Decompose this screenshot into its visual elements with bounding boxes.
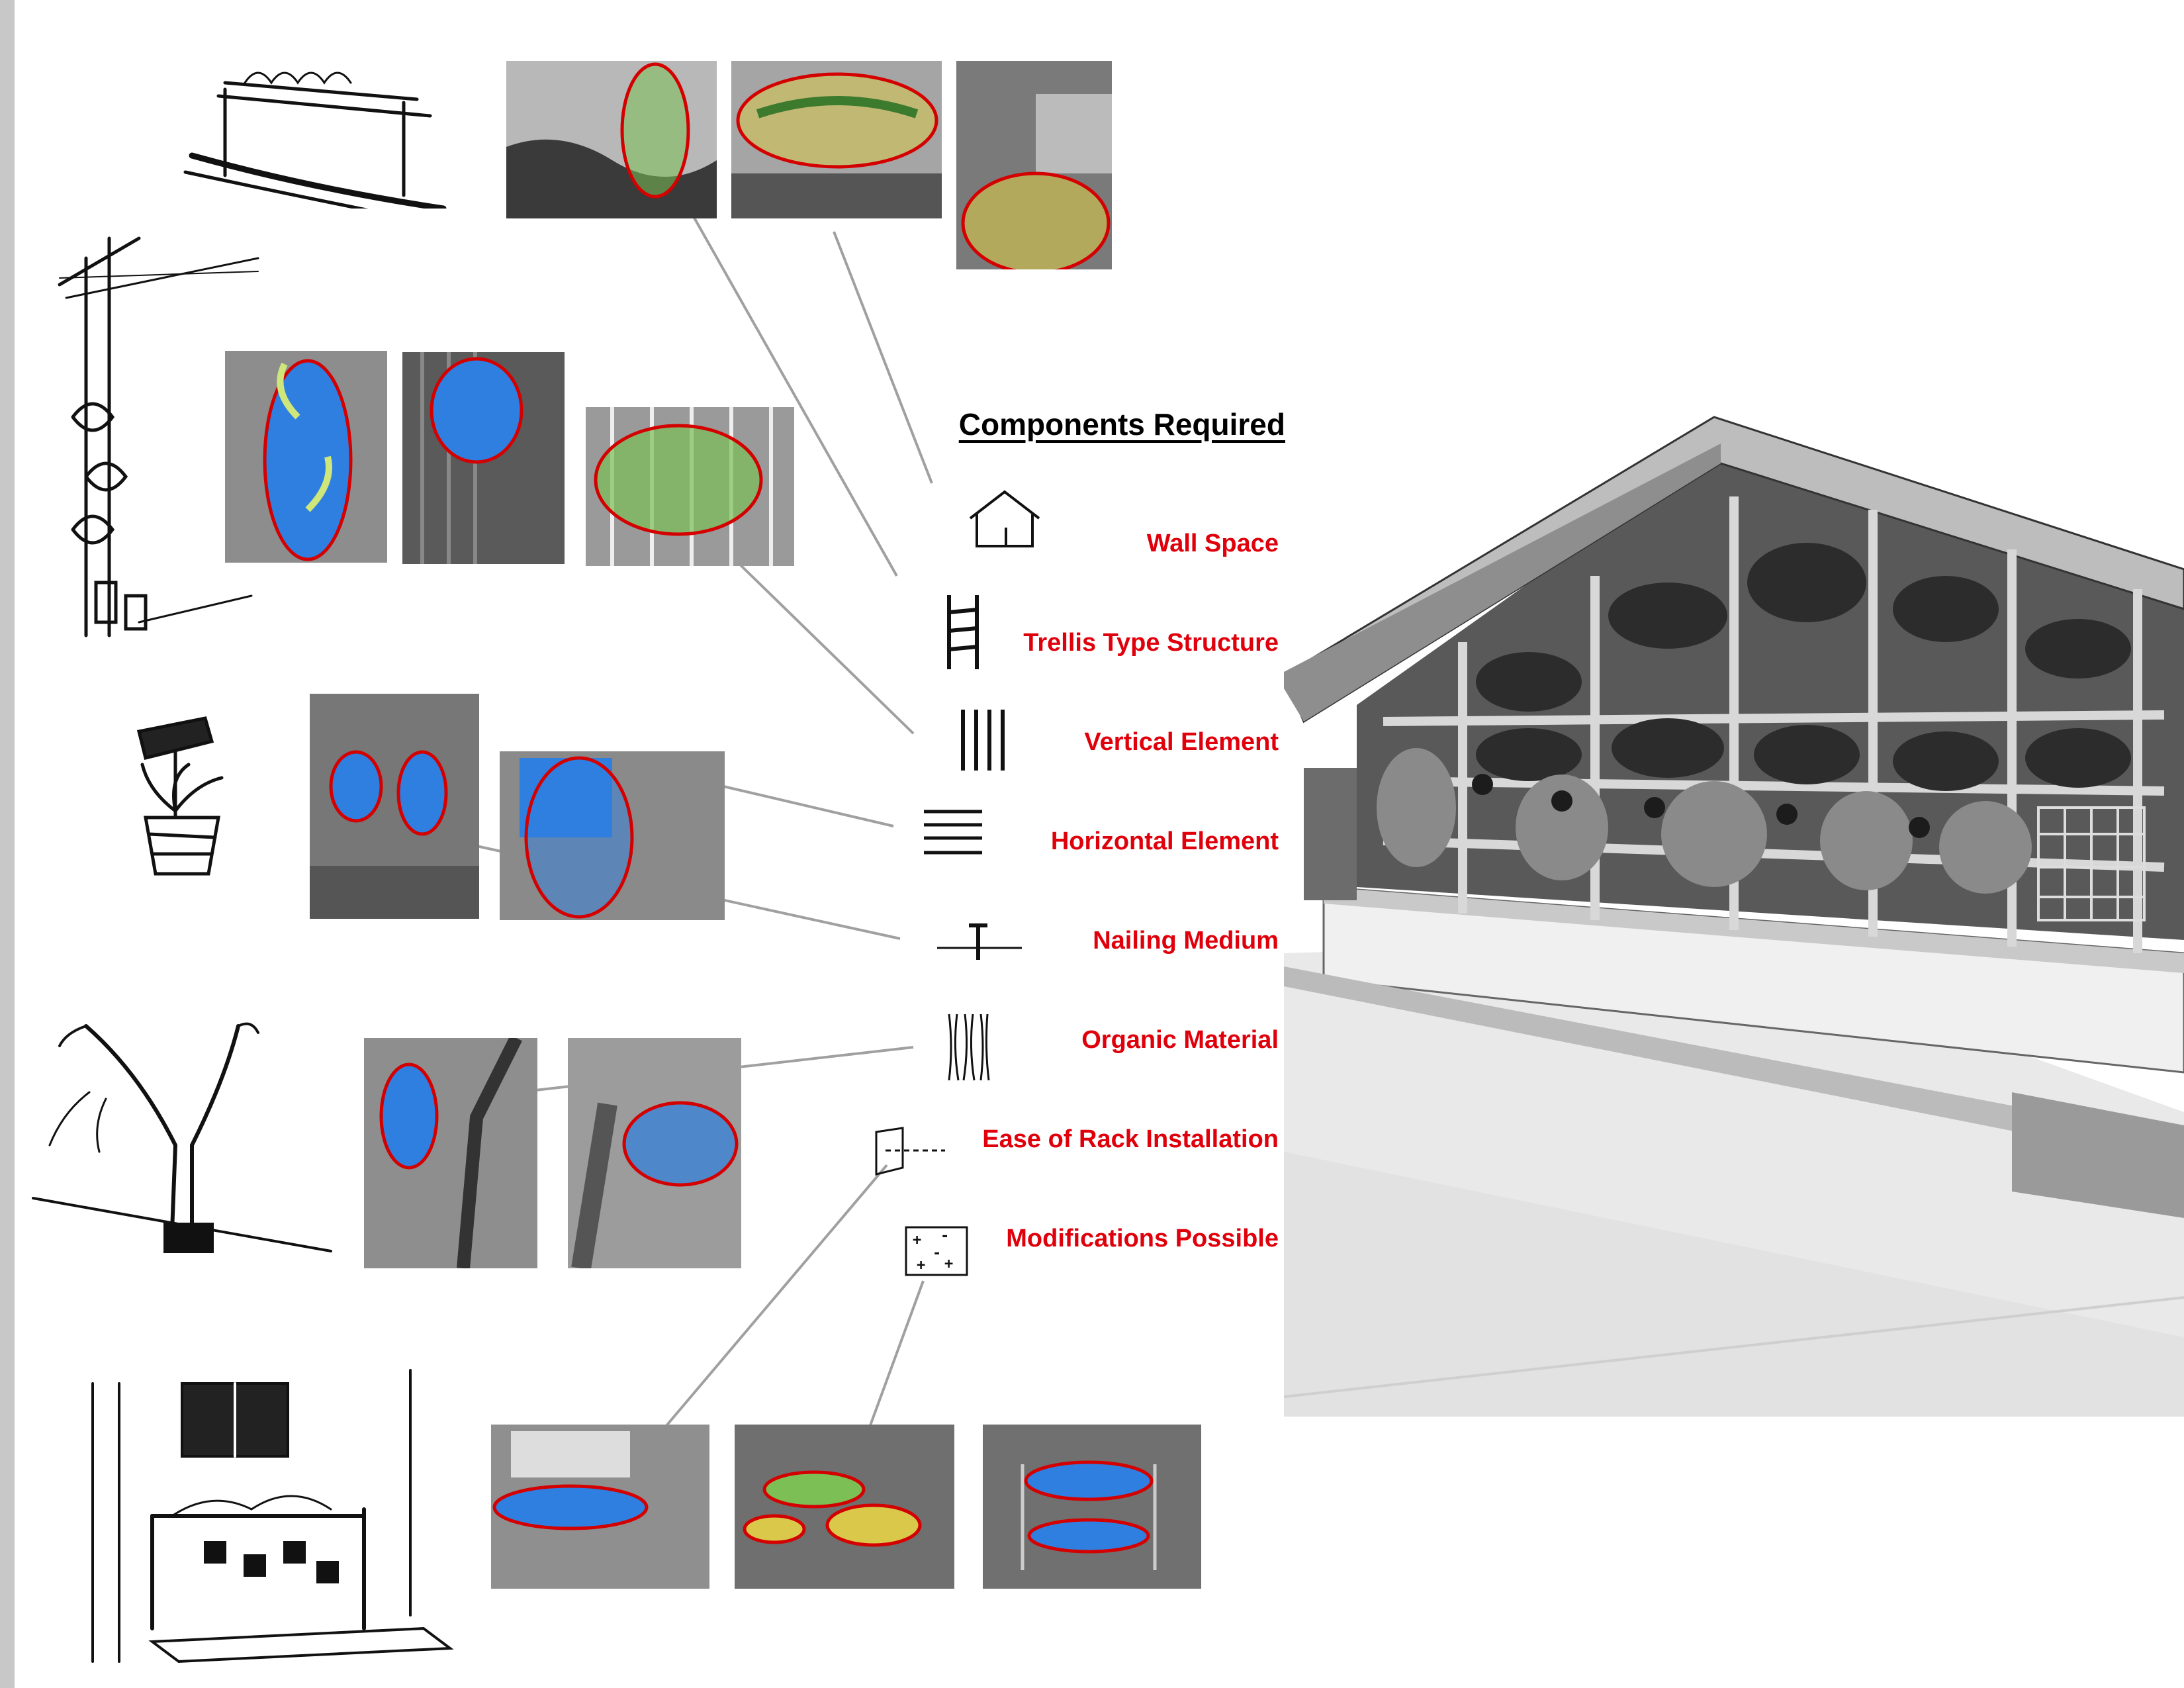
component-label-rack: Ease of Rack Installation <box>982 1125 1279 1153</box>
photo-grille-bottle <box>586 407 794 566</box>
photo-fence-planter <box>402 352 565 564</box>
house-outline-icon <box>965 487 1044 553</box>
green-wall-render <box>1284 410 2184 1417</box>
component-label-nailing: Nailing Medium <box>1093 927 1279 955</box>
photo-window-hanging-pot <box>500 751 725 920</box>
sketch-pergola <box>179 36 457 209</box>
photo-wall-planters <box>225 351 387 563</box>
horizontal-lines-icon <box>920 806 986 859</box>
sketch-tree-stump <box>26 1000 338 1258</box>
svg-text:+: + <box>917 1257 925 1274</box>
sketch-window-rack <box>53 1364 490 1675</box>
vertical-lines-icon <box>956 707 1009 773</box>
photo-tiered-rack <box>735 1425 954 1589</box>
photo-hanging-bottles <box>310 694 479 919</box>
svg-text:+: + <box>944 1256 953 1272</box>
sketch-hanging-pot <box>119 712 251 884</box>
svg-text:+: + <box>913 1232 921 1248</box>
sketch-pole-planter <box>46 199 265 649</box>
component-label-modifications: Modifications Possible <box>1006 1225 1279 1252</box>
trellis-ladder-icon <box>940 592 986 672</box>
photo-circular-rack <box>983 1425 1201 1589</box>
photo-vine-canopy <box>731 61 942 218</box>
photo-tree-planter <box>364 1038 537 1268</box>
component-label-wall-space: Wall Space <box>1146 530 1279 557</box>
nail-icon <box>933 921 1026 968</box>
photo-window-ledge-pots <box>491 1425 709 1589</box>
component-label-vertical: Vertical Element <box>1084 728 1279 756</box>
photo-trellis-wall <box>506 61 717 218</box>
photo-yard-plants <box>956 61 1112 269</box>
photo-branch-pots <box>568 1038 741 1268</box>
svg-text:-: - <box>940 1228 949 1244</box>
component-label-organic: Organic Material <box>1081 1026 1279 1054</box>
component-label-horizontal: Horizontal Element <box>1050 827 1279 855</box>
component-label-trellis: Trellis Type Structure <box>1023 629 1279 657</box>
plus-minus-board-icon: +--++ <box>903 1225 970 1278</box>
components-heading: Components Required <box>958 407 1285 442</box>
wood-grain-icon <box>945 1011 991 1083</box>
left-edge-strip <box>0 0 15 1688</box>
svg-text:-: - <box>933 1245 941 1262</box>
rack-panel-icon <box>872 1125 952 1178</box>
